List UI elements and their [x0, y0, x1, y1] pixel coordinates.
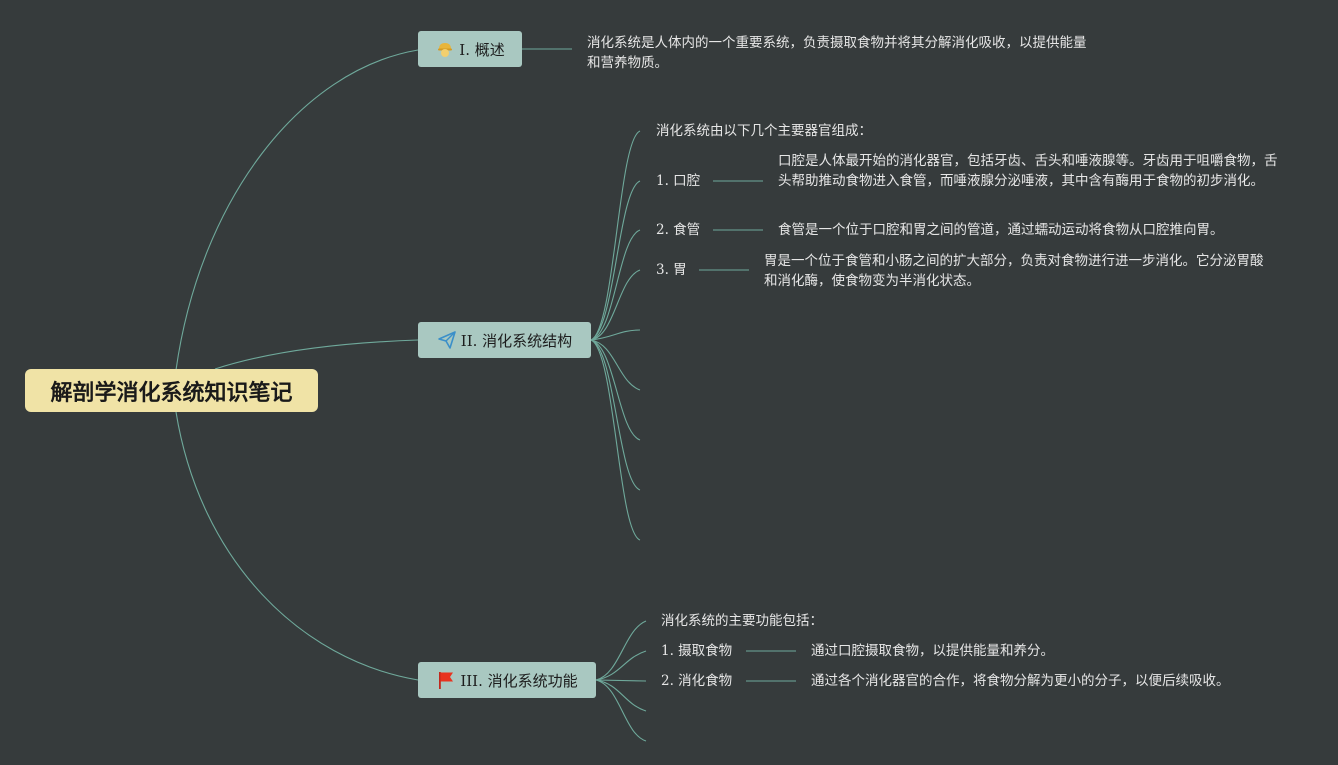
link-function-empty-2 — [595, 679, 647, 742]
function-item-intake[interactable]: 1. 摄取食物 — [661, 643, 733, 659]
overview-text: 消化系统是人体内的一个重要系统，负责摄取食物并将其分解消化吸收，以提供能量和营养… — [587, 35, 1087, 71]
link-structure-empty-3 — [590, 339, 641, 441]
link-function-intro — [595, 620, 647, 681]
link-structure-mouth — [590, 180, 641, 341]
branch-function-label: III. 消化系统功能 — [460, 671, 578, 690]
link-function-intake — [595, 650, 647, 681]
function-intro: 消化系统的主要功能包括： — [661, 613, 823, 629]
structure-intro: 消化系统由以下几个主要器官组成： — [656, 123, 872, 139]
link-root-structure — [214, 339, 419, 370]
structure-item-stomach[interactable]: 3. 胃 — [656, 262, 687, 278]
link-function-empty-1 — [595, 679, 647, 712]
root-topic[interactable]: 解剖学消化系统知识笔记 — [25, 369, 318, 412]
structure-item-esophagus[interactable]: 2. 食管 — [656, 222, 701, 238]
structure-item-esophagus-desc: 食管是一个位于口腔和胃之间的管道，通过蠕动运动将食物从口腔推向胃。 — [778, 222, 1224, 238]
construction-worker-icon — [435, 39, 455, 59]
function-item-digest-desc: 通过各个消化器官的合作，将食物分解为更小的分子，以便后续吸收。 — [811, 673, 1230, 689]
link-structure-stomach — [590, 269, 641, 341]
function-item-intake-desc: 通过口腔摄取食物，以提供能量和养分。 — [811, 643, 1054, 659]
branch-overview-label: I. 概述 — [459, 40, 505, 59]
link-structure-empty-2 — [590, 339, 641, 391]
root-title: 解剖学消化系统知识笔记 — [50, 380, 293, 406]
red-flag-icon — [436, 670, 456, 690]
link-structure-empty-1 — [590, 329, 641, 341]
link-structure-esophagus — [590, 229, 641, 341]
link-root-overview — [175, 49, 419, 371]
structure-item-mouth[interactable]: 1. 口腔 — [656, 173, 701, 189]
branch-function[interactable]: III. 消化系统功能 — [418, 662, 596, 698]
branch-structure[interactable]: II. 消化系统结构 — [418, 322, 591, 358]
link-structure-intro — [590, 130, 641, 341]
paper-plane-icon — [437, 330, 457, 350]
branch-structure-label: II. 消化系统结构 — [460, 331, 573, 350]
link-root-function — [175, 411, 419, 681]
structure-item-mouth-desc: 口腔是人体最开始的消化器官，包括牙齿、舌头和唾液腺等。牙齿用于咀嚼食物，舌头帮助… — [778, 153, 1278, 189]
link-function-digest — [595, 679, 647, 682]
branch-overview[interactable]: I. 概述 — [418, 31, 522, 67]
link-structure-empty-5 — [590, 339, 641, 541]
function-item-digest[interactable]: 2. 消化食物 — [661, 673, 733, 689]
structure-item-stomach-desc: 胃是一个位于食管和小肠之间的扩大部分，负责对食物进行进一步消化。它分泌胃酸和消化… — [764, 253, 1264, 289]
link-structure-empty-4 — [590, 339, 641, 491]
